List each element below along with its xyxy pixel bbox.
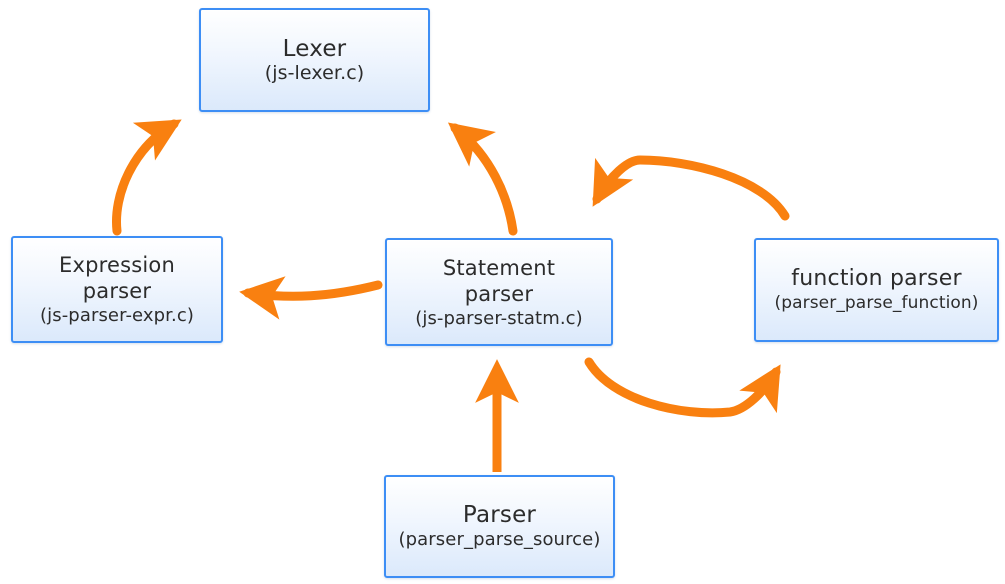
node-expression-parser[interactable]: Expression parser (js-parser-expr.c) xyxy=(11,236,223,343)
edge-statement-to-lexer xyxy=(447,122,518,236)
node-parser-title: Parser xyxy=(462,502,537,528)
node-expression-parser-subtitle: (js-parser-expr.c) xyxy=(40,305,194,326)
node-function-parser[interactable]: function parser (parser_parse_function) xyxy=(754,238,999,342)
node-statement-parser[interactable]: Statement parser (js-parser-statm.c) xyxy=(385,238,613,346)
edge-expression-to-lexer xyxy=(112,119,182,236)
node-function-parser-subtitle: (parser_parse_function) xyxy=(774,292,979,313)
edge-statement-to-expression xyxy=(239,276,383,320)
edge-function-to-statement xyxy=(592,155,790,221)
node-lexer-subtitle: (js-lexer.c) xyxy=(264,61,365,84)
node-statement-parser-subtitle: (js-parser-statm.c) xyxy=(415,307,583,329)
node-parser-subtitle: (parser_parse_source) xyxy=(398,529,601,550)
node-lexer-title: Lexer xyxy=(282,35,347,62)
node-lexer[interactable]: Lexer (js-lexer.c) xyxy=(199,8,430,112)
node-expression-parser-title: Expression parser xyxy=(59,253,175,303)
node-function-parser-title: function parser xyxy=(791,265,962,291)
node-parser[interactable]: Parser (parser_parse_source) xyxy=(384,475,615,578)
node-statement-parser-title: Statement parser xyxy=(442,255,556,306)
edge-statement-to-function xyxy=(584,357,781,418)
